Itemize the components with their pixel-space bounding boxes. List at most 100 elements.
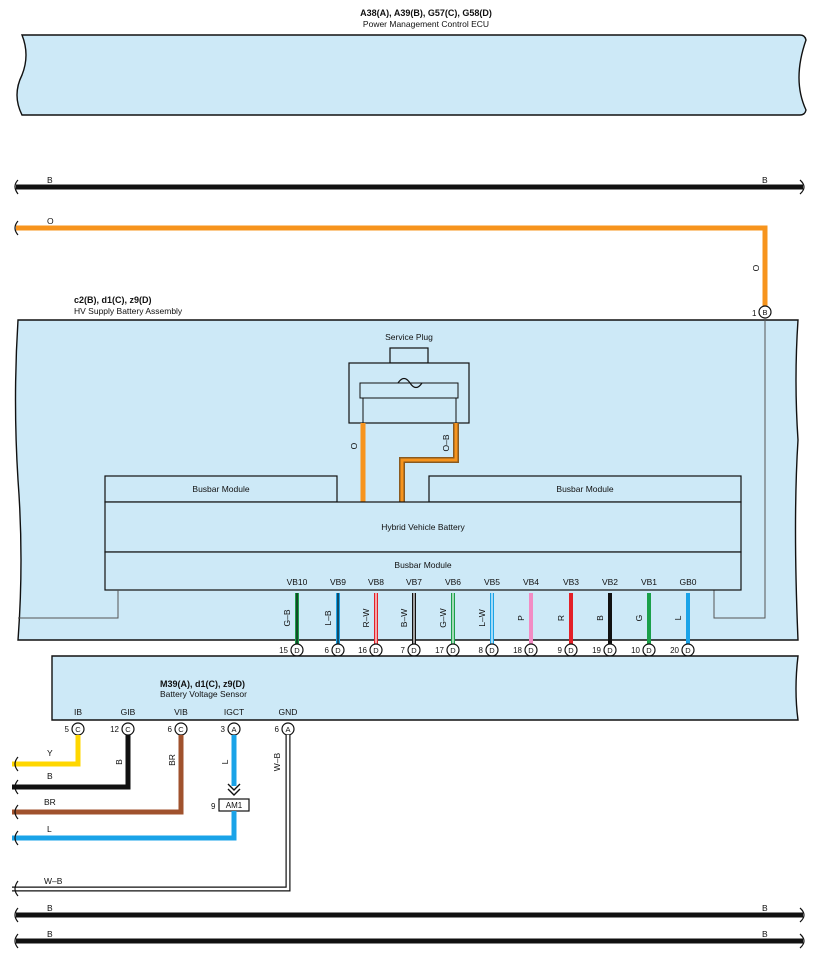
vb-terminal-8-connector: D (607, 646, 613, 655)
vb-terminal-4-wire-label: G–W (438, 608, 448, 627)
vb-terminal-8-wire-label: B (595, 615, 605, 621)
wire-wb-inner (12, 735, 290, 891)
ground-bus-bottom-2-curl-right (799, 933, 805, 949)
vb-terminal-6-pin: 18 (513, 646, 522, 655)
vb-terminal-7-wire-label: R (556, 615, 566, 621)
sensor-terminal-0-connector: C (75, 725, 81, 734)
ecu-box (16, 34, 807, 116)
ground-bus-bottom-1-curl-left (14, 907, 19, 923)
wire-l-sensor-label-vertical: L (220, 759, 230, 764)
ground-bus-top (14, 179, 19, 195)
vb-terminal-10-top-name: GB0 (679, 577, 696, 587)
sensor-terminal-3-pin: 3 (221, 725, 226, 734)
am1-label: AM1 (226, 801, 243, 810)
vb-terminal-3-connector: D (411, 646, 417, 655)
vb-terminal-1-wire-label: L–B (323, 610, 333, 625)
service-plug-label: Service Plug (385, 332, 433, 342)
busbar-left-label: Busbar Module (192, 484, 249, 494)
ground-bus-bottom-1-label-left: B (47, 903, 53, 913)
wire-l-sensor-label-left: L (47, 824, 52, 834)
fuse-icon (397, 377, 423, 389)
wire-l-curl (14, 830, 19, 846)
wire-ob-plug-inner (400, 423, 458, 502)
hv-battery-label: Hybrid Vehicle Battery (381, 522, 465, 532)
sensor-terminal-0-pin: 5 (65, 725, 70, 734)
wire-o-curl (14, 220, 19, 236)
vb-terminal-5-wire-label: L–W (477, 609, 487, 626)
vb-terminal-3-pin: 7 (401, 646, 406, 655)
wire-b-curl (14, 779, 19, 795)
vb-terminal-6-wire-label: P (516, 615, 526, 621)
wire-br-curl (14, 804, 19, 820)
vb-terminal-0-pin: 15 (279, 646, 288, 655)
vb-terminal-7-pin: 9 (558, 646, 563, 655)
sensor-box (51, 655, 799, 721)
vb-terminal-4-pin: 17 (435, 646, 444, 655)
sensor-terminal-3-name: IGCT (224, 707, 244, 717)
sensor-terminal-0-name: IB (74, 707, 82, 717)
vb-terminal-0-connector: D (294, 646, 300, 655)
ecu-subtitle: Power Management Control ECU (363, 19, 489, 29)
wire-o-plug-label: O (349, 442, 359, 449)
vb-terminal-6-top-name: VB4 (523, 577, 539, 587)
battery-connector-letter: B (762, 308, 767, 317)
vb-terminal-5-pin: 8 (479, 646, 484, 655)
vb-terminal-2-top-name: VB8 (368, 577, 384, 587)
vb-terminal-0-wire-label: G–B (282, 609, 292, 626)
sensor-terminal-2-connector: C (178, 725, 184, 734)
wire-l-sensor-bottom (12, 811, 237, 841)
battery-pin-number: 1 (752, 309, 757, 318)
vb-terminal-3-wire-label: B–W (399, 609, 409, 627)
wire-br-label-vertical: BR (167, 754, 177, 766)
vb-terminal-2-pin: 16 (358, 646, 367, 655)
wire-wb-label-left: W–B (44, 876, 63, 886)
wire-b-sensor (12, 735, 131, 790)
ground-bus-bottom-2-curl-left (14, 933, 19, 949)
vb-terminal-1-pin: 6 (325, 646, 330, 655)
sensor-terminal-2-pin: 6 (168, 725, 173, 734)
wire-br-label-left: BR (44, 797, 56, 807)
wire-wb-label-vertical: W–B (272, 752, 282, 771)
hv-battery (104, 501, 742, 553)
vb-terminal-10-wire-label: L (673, 615, 683, 620)
sensor-terminal-2-name: VIB (174, 707, 188, 717)
vb-terminal-2-connector: D (373, 646, 379, 655)
vb-terminal-4-connector: D (450, 646, 456, 655)
busbar-bottom-label: Busbar Module (394, 560, 451, 570)
sensor-terminal-4-name: GND (279, 707, 298, 717)
ground-bus-bottom-1-curl-right (799, 907, 805, 923)
busbar-right (428, 475, 742, 503)
ecu-title: A38(A), A39(B), G57(C), G58(D) (360, 8, 492, 18)
service-plug-inner (359, 382, 459, 399)
wire-b-sensor-label-vertical: B (114, 759, 124, 765)
sensor-terminal-4-connector: A (285, 725, 290, 734)
vb-terminal-8-pin: 19 (592, 646, 601, 655)
ground-bus-bottom-2-label-right: B (762, 929, 768, 939)
vb-terminal-1-connector: D (335, 646, 341, 655)
am1-pin: 9 (211, 802, 216, 811)
sensor-terminal-3-connector: A (231, 725, 236, 734)
service-plug-top (389, 347, 429, 364)
ground-bus-bottom-1-label-right: B (762, 903, 768, 913)
vb-terminal-4-top-name: VB6 (445, 577, 461, 587)
vb-terminal-3-top-name: VB7 (406, 577, 422, 587)
am1-arrow-icon (227, 783, 241, 796)
wire-y-curl (14, 756, 19, 772)
sensor-terminal-4-pin: 6 (275, 725, 280, 734)
wire-b-sensor-label-left: B (47, 771, 53, 781)
vb-terminal-7-top-name: VB3 (563, 577, 579, 587)
vb-terminal-5-top-name: VB5 (484, 577, 500, 587)
wire-o-label-top: O (47, 216, 54, 226)
vb-terminal-10-connector: D (685, 646, 691, 655)
busbar-right-label: Busbar Module (556, 484, 613, 494)
vb-terminal-7-connector: D (568, 646, 574, 655)
sensor-subtitle: Battery Voltage Sensor (160, 689, 247, 699)
wire-y-label: Y (47, 748, 53, 758)
wire-b-label-right: B (762, 175, 768, 185)
wire-b-label-left: B (47, 175, 53, 185)
battery-assembly-subtitle: HV Supply Battery Assembly (74, 306, 183, 316)
ground-bus-bottom-2-label-left: B (47, 929, 53, 939)
battery-assembly-title: c2(B), d1(C), z9(D) (74, 295, 152, 305)
vb-terminal-9-pin: 10 (631, 646, 640, 655)
